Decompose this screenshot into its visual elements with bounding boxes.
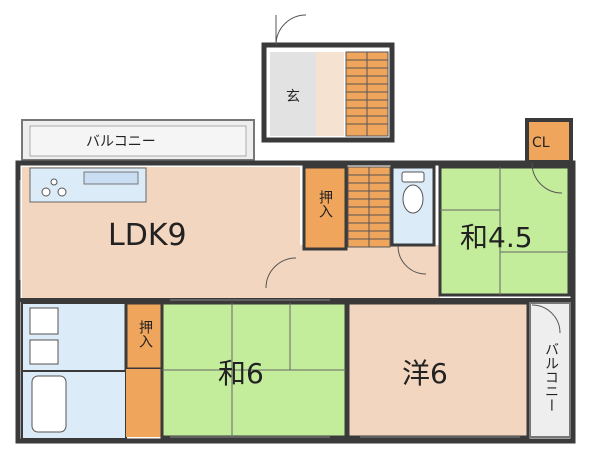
- ldk-label: LDK9: [108, 218, 187, 253]
- balcony-top: [21, 119, 255, 161]
- stair-middle: [347, 166, 391, 248]
- yoshitsu-6-label: 洋6: [402, 357, 448, 390]
- washitsu-6-room: [160, 301, 348, 439]
- washitsu-45-room: [438, 162, 571, 297]
- oshiire-b: [124, 301, 164, 437]
- genkan-label: 玄: [286, 88, 300, 105]
- ldk-room: [22, 167, 440, 300]
- bathroom: [21, 370, 127, 440]
- toilet-room: [390, 165, 436, 247]
- oshiire-a-label: 押入: [317, 190, 333, 218]
- entrance-block: [261, 14, 395, 143]
- stair-upper: [345, 51, 389, 137]
- washitsu-6-label: 和6: [218, 357, 264, 390]
- windows: [19, 180, 520, 438]
- door-swing-toilet: [397, 245, 427, 275]
- balcony-right-label: バルコニー: [543, 342, 559, 412]
- door-swing-hall: [265, 257, 297, 289]
- closet-label: CL: [532, 135, 550, 151]
- balcony-top-label: バルコニー: [86, 134, 156, 150]
- oshiire-a: [302, 165, 348, 251]
- oshiire-b-label: 押入: [137, 320, 153, 348]
- balcony-right: [529, 302, 571, 438]
- washitsu-45-label: 和4.5: [460, 221, 533, 254]
- washroom: [21, 302, 127, 372]
